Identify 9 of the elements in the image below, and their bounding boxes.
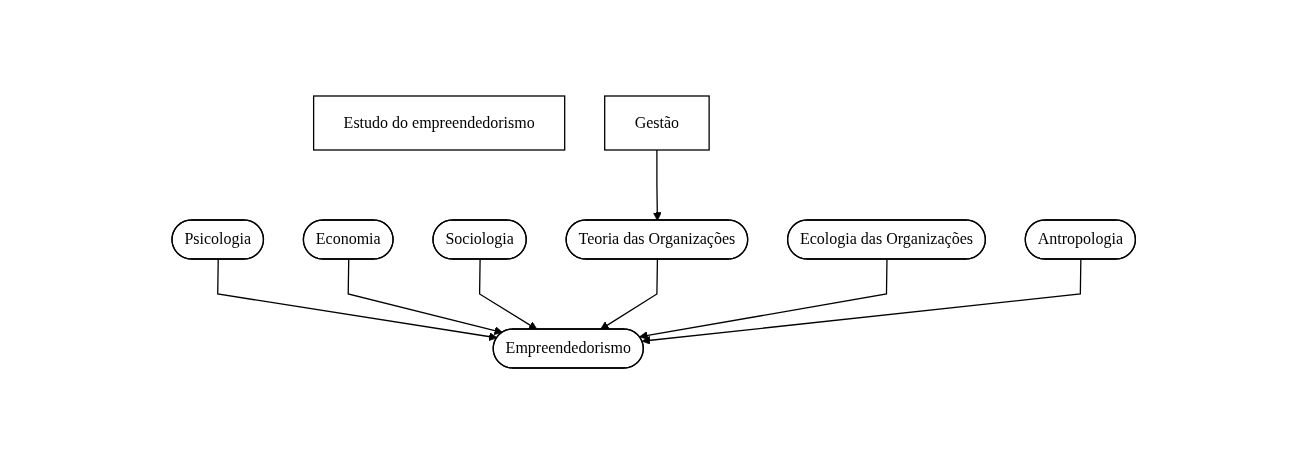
arrow <box>217 258 498 341</box>
arrow <box>347 258 504 335</box>
node-box: Gestão <box>604 94 711 151</box>
node-box: Estudo do empreendedorismo <box>313 94 566 151</box>
arrow <box>600 258 659 330</box>
arrow <box>642 258 1082 345</box>
arrow <box>639 258 888 340</box>
arrow <box>653 148 662 221</box>
arrow <box>479 258 538 330</box>
